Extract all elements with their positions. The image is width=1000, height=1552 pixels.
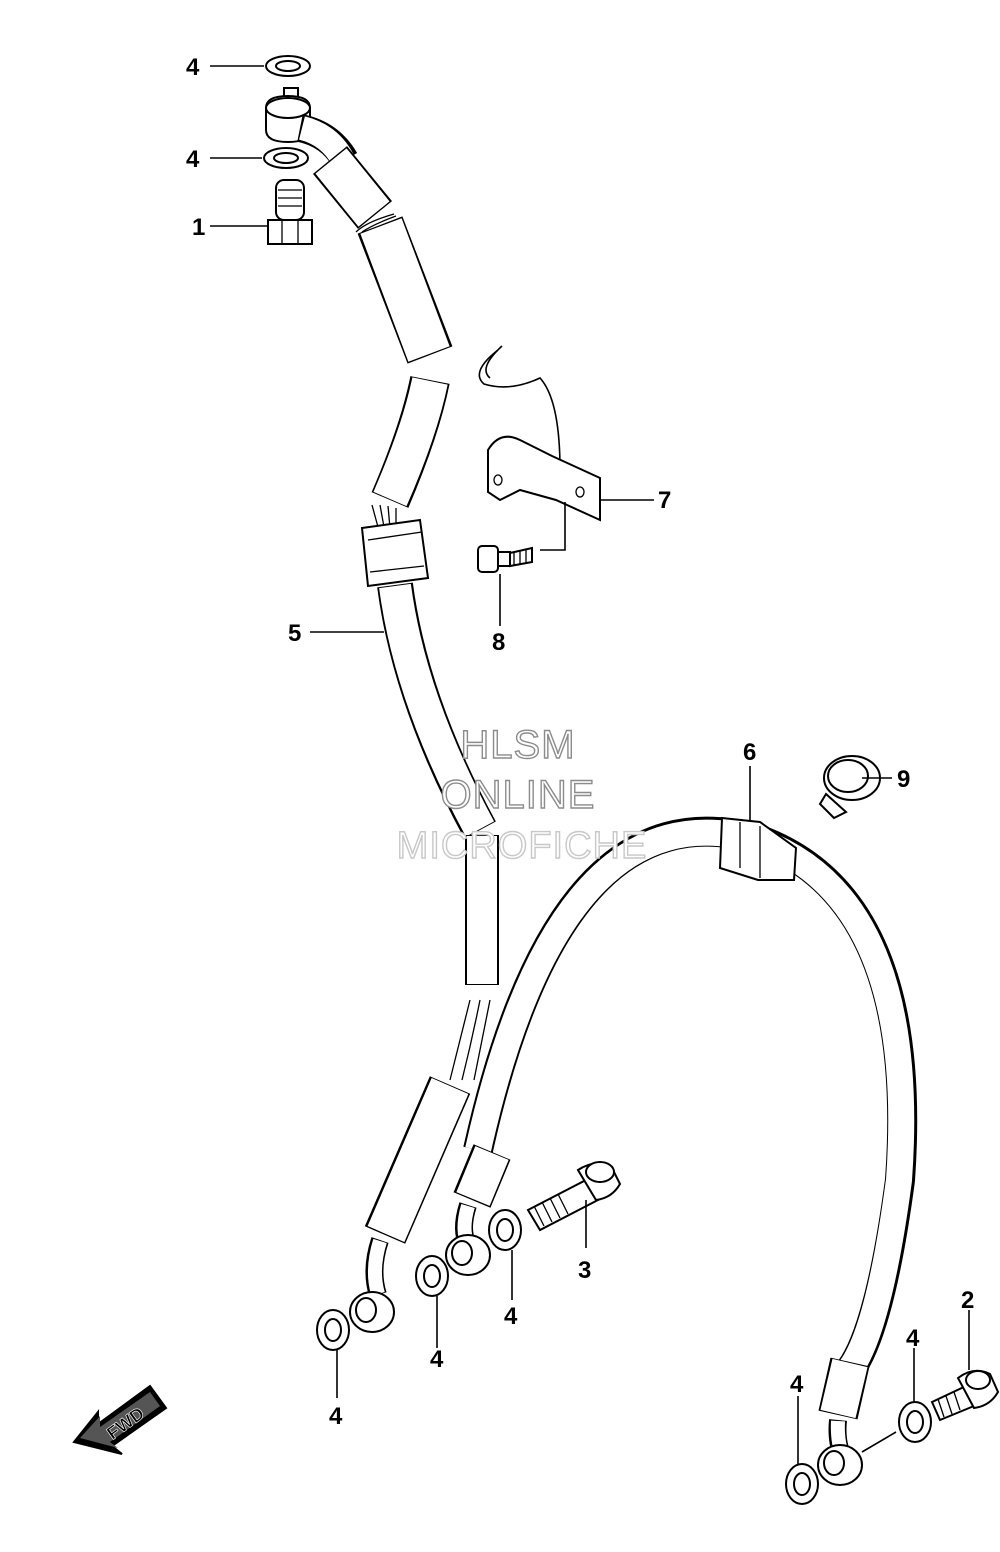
union-bolt-1 [267,179,313,245]
washer-4-lower-c [488,1209,522,1251]
banjo-fitting-lower-left [349,1291,395,1333]
watermark-line-3: MICROFICHE [397,825,648,867]
hose-bracket-7 [478,345,601,522]
callout-2: 2 [961,1287,974,1314]
callout-9: 9 [897,766,910,793]
callout-1: 1 [192,214,205,241]
callout-4-top-2: 4 [186,146,200,173]
callout-5: 5 [288,620,301,647]
washer-4-top-1 [265,55,311,77]
washer-4-top-2 [263,147,309,169]
banjo-fitting-lower-middle [445,1234,491,1276]
brake-hose-lower [445,816,918,1486]
grommet-6 [718,816,798,881]
leader-lines [210,65,970,1464]
callout-6: 6 [743,739,756,766]
washer-4-lower-a [316,1309,350,1351]
callout-4-lower-d: 4 [790,1371,804,1398]
callout-4-lower-c: 4 [504,1303,518,1330]
fwd-arrow-icon: FWD [72,1384,168,1455]
callout-4-top-1: 4 [186,54,200,81]
washer-4-lower-d [785,1463,819,1505]
bolt-8 [477,545,533,573]
callout-4-lower-b: 4 [430,1346,444,1373]
callout-7: 7 [658,487,671,514]
union-bolt-2 [930,1369,1000,1422]
washer-4-lower-b [415,1255,449,1297]
brake-hose-upper [265,87,499,1333]
callout-4-lower-a: 4 [329,1403,343,1430]
watermark-line-2: ONLINE [441,773,596,817]
watermark: HLSM ONLINE MICROFICHE [396,722,648,867]
washer-4-lower-e [898,1401,932,1443]
union-bolt-3 [526,1161,622,1232]
banjo-fitting-lower-right [817,1444,863,1486]
callout-3: 3 [578,1257,591,1284]
hose-clamp-9 [818,755,881,820]
watermark-line-1: HLSM [460,723,575,767]
callout-4-lower-e: 4 [906,1325,920,1352]
callout-8: 8 [492,629,505,656]
